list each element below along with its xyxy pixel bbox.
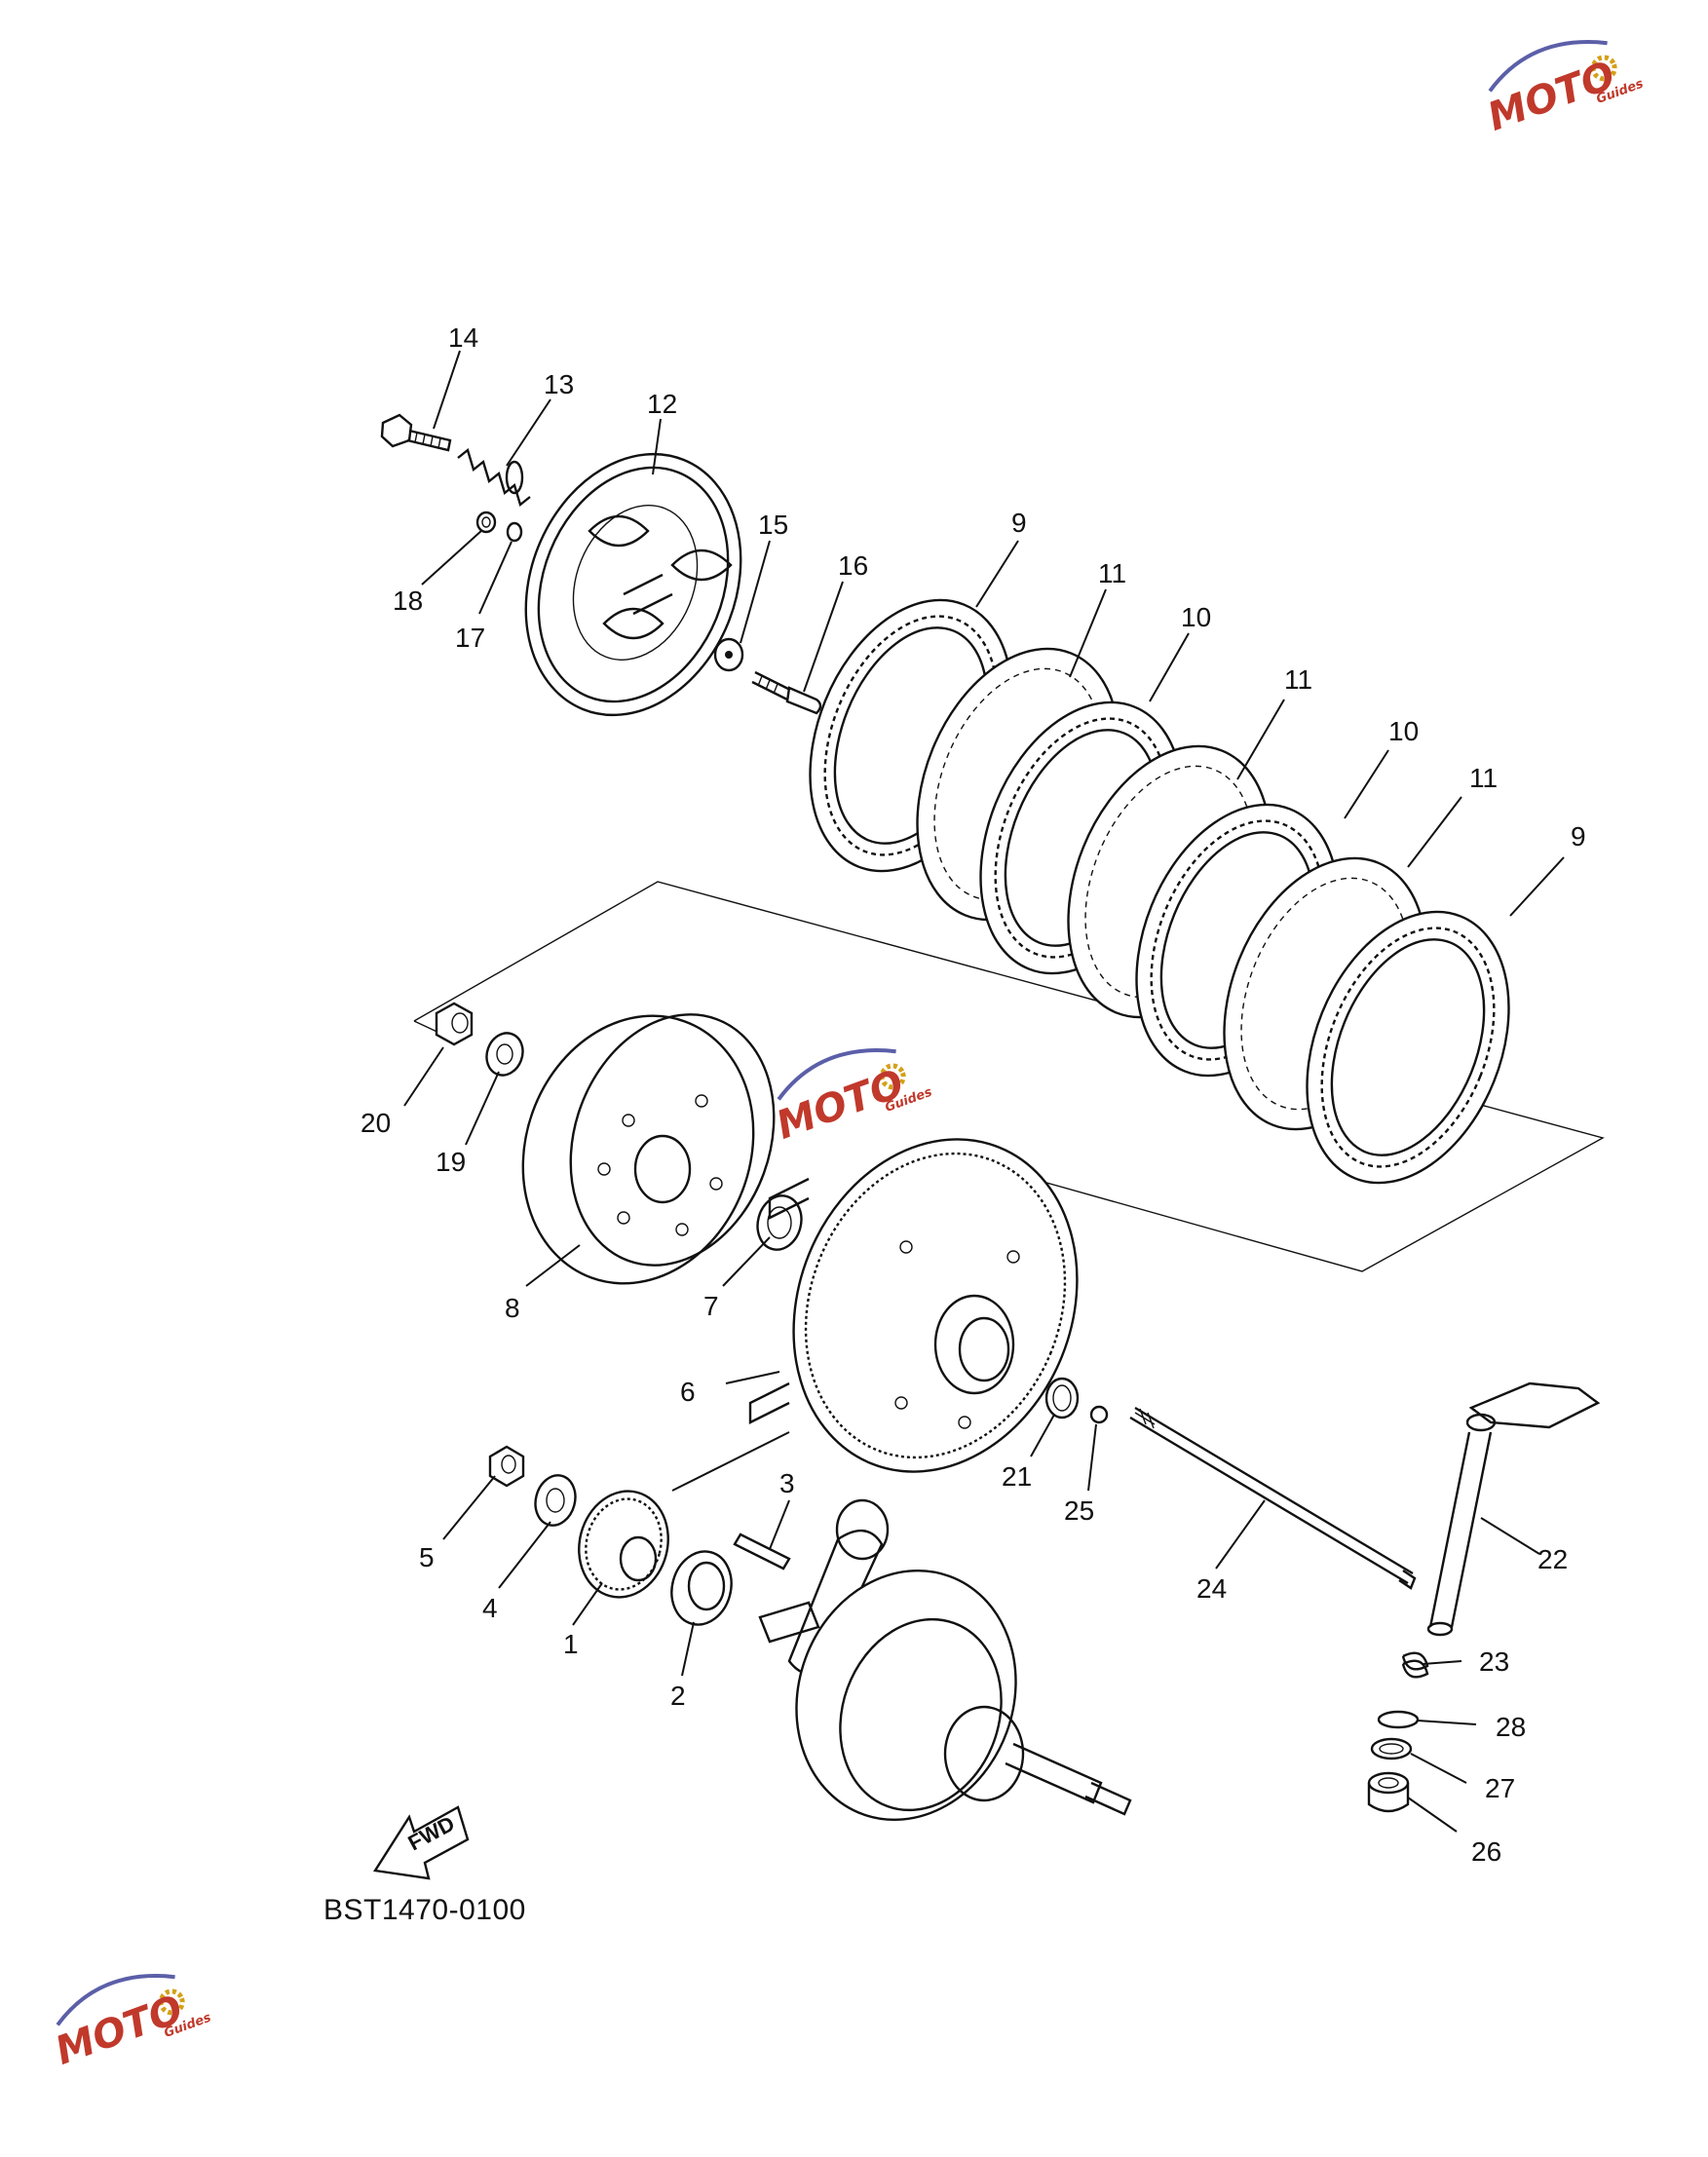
- callout-16: 16: [838, 550, 868, 581]
- nut-20: [435, 1002, 474, 1046]
- callout-3: 3: [779, 1468, 795, 1498]
- thrust-washer-7: [756, 1194, 803, 1251]
- callout-9-front: 9: [1011, 508, 1027, 538]
- callout-12: 12: [647, 389, 677, 419]
- callout-21: 21: [1002, 1461, 1032, 1492]
- callout-5: 5: [419, 1542, 435, 1572]
- clutch-boss-8: [521, 1013, 776, 1285]
- callout-26: 26: [1471, 1836, 1501, 1867]
- callout-13: 13: [544, 369, 574, 399]
- callout-8: 8: [505, 1293, 520, 1323]
- callout-11-a: 11: [1098, 558, 1126, 588]
- clutch-group-bracket: [413, 881, 1605, 1272]
- spring-23: [1401, 1651, 1429, 1679]
- washer-4: [534, 1474, 577, 1527]
- callout-14: 14: [448, 322, 478, 353]
- washer-21-hole: [1052, 1384, 1072, 1412]
- leader-lines: [403, 350, 1565, 1833]
- circlip-28: [1377, 1710, 1420, 1729]
- callout-18: 18: [393, 586, 423, 616]
- callout-24: 24: [1196, 1573, 1227, 1604]
- spring-13: [457, 447, 531, 508]
- friction-plate-9-rear: [1306, 910, 1510, 1185]
- callout-25: 25: [1064, 1495, 1094, 1526]
- callout-4: 4: [482, 1593, 498, 1623]
- oil-seal-27: [1370, 1737, 1413, 1760]
- bearing-26: [1367, 1771, 1410, 1813]
- washer-17: [506, 521, 523, 543]
- callout-27: 27: [1485, 1773, 1515, 1803]
- callout-11-b: 11: [1284, 664, 1312, 695]
- washer-21: [1044, 1377, 1080, 1419]
- callout-10-a: 10: [1181, 602, 1211, 632]
- watermark-logo-top-right: MOTO Guides: [1482, 40, 1646, 140]
- washer-18-hole: [481, 516, 491, 528]
- crankshaft: [758, 1498, 1132, 1822]
- push-rod-24: [1129, 1406, 1417, 1590]
- collar-2: [670, 1550, 733, 1626]
- callout-6: 6: [680, 1377, 696, 1407]
- callout-22: 22: [1537, 1544, 1568, 1574]
- fwd-arrow-icon: FWD: [372, 1805, 470, 1880]
- callout-23: 23: [1479, 1646, 1509, 1677]
- callout-2: 2: [670, 1681, 686, 1711]
- callout-28: 28: [1496, 1712, 1526, 1742]
- watermark-logo-bottom-left: MOTO Guides: [50, 1974, 213, 2074]
- primary-driven-gear-6: [748, 1138, 1079, 1473]
- ball-25: [1089, 1405, 1109, 1424]
- washer-18: [475, 511, 497, 534]
- watermark-logo-center: MOTO Guides: [771, 1048, 934, 1149]
- callout-20: 20: [361, 1108, 391, 1138]
- callout-9-rear: 9: [1571, 821, 1586, 851]
- callout-15: 15: [758, 510, 788, 540]
- diagram-part-code: BST1470-0100: [323, 1894, 526, 1926]
- nut-5: [488, 1445, 525, 1488]
- push-lever-shaft-22: [1426, 1381, 1601, 1637]
- callout-17: 17: [455, 623, 485, 653]
- pressure-plate-12: [524, 452, 742, 717]
- callout-1: 1: [563, 1629, 579, 1659]
- push-rod-16: [751, 670, 822, 715]
- callout-19: 19: [436, 1147, 466, 1177]
- washer-15-hole: [725, 651, 733, 659]
- primary-drive-gear-1: [578, 1490, 669, 1599]
- lock-washer-19: [485, 1032, 524, 1077]
- key-3: [733, 1533, 791, 1570]
- bolt-14: [380, 413, 452, 452]
- callout-10-b: 10: [1388, 716, 1419, 746]
- callout-11-c: 11: [1469, 763, 1498, 793]
- callout-7: 7: [703, 1291, 719, 1321]
